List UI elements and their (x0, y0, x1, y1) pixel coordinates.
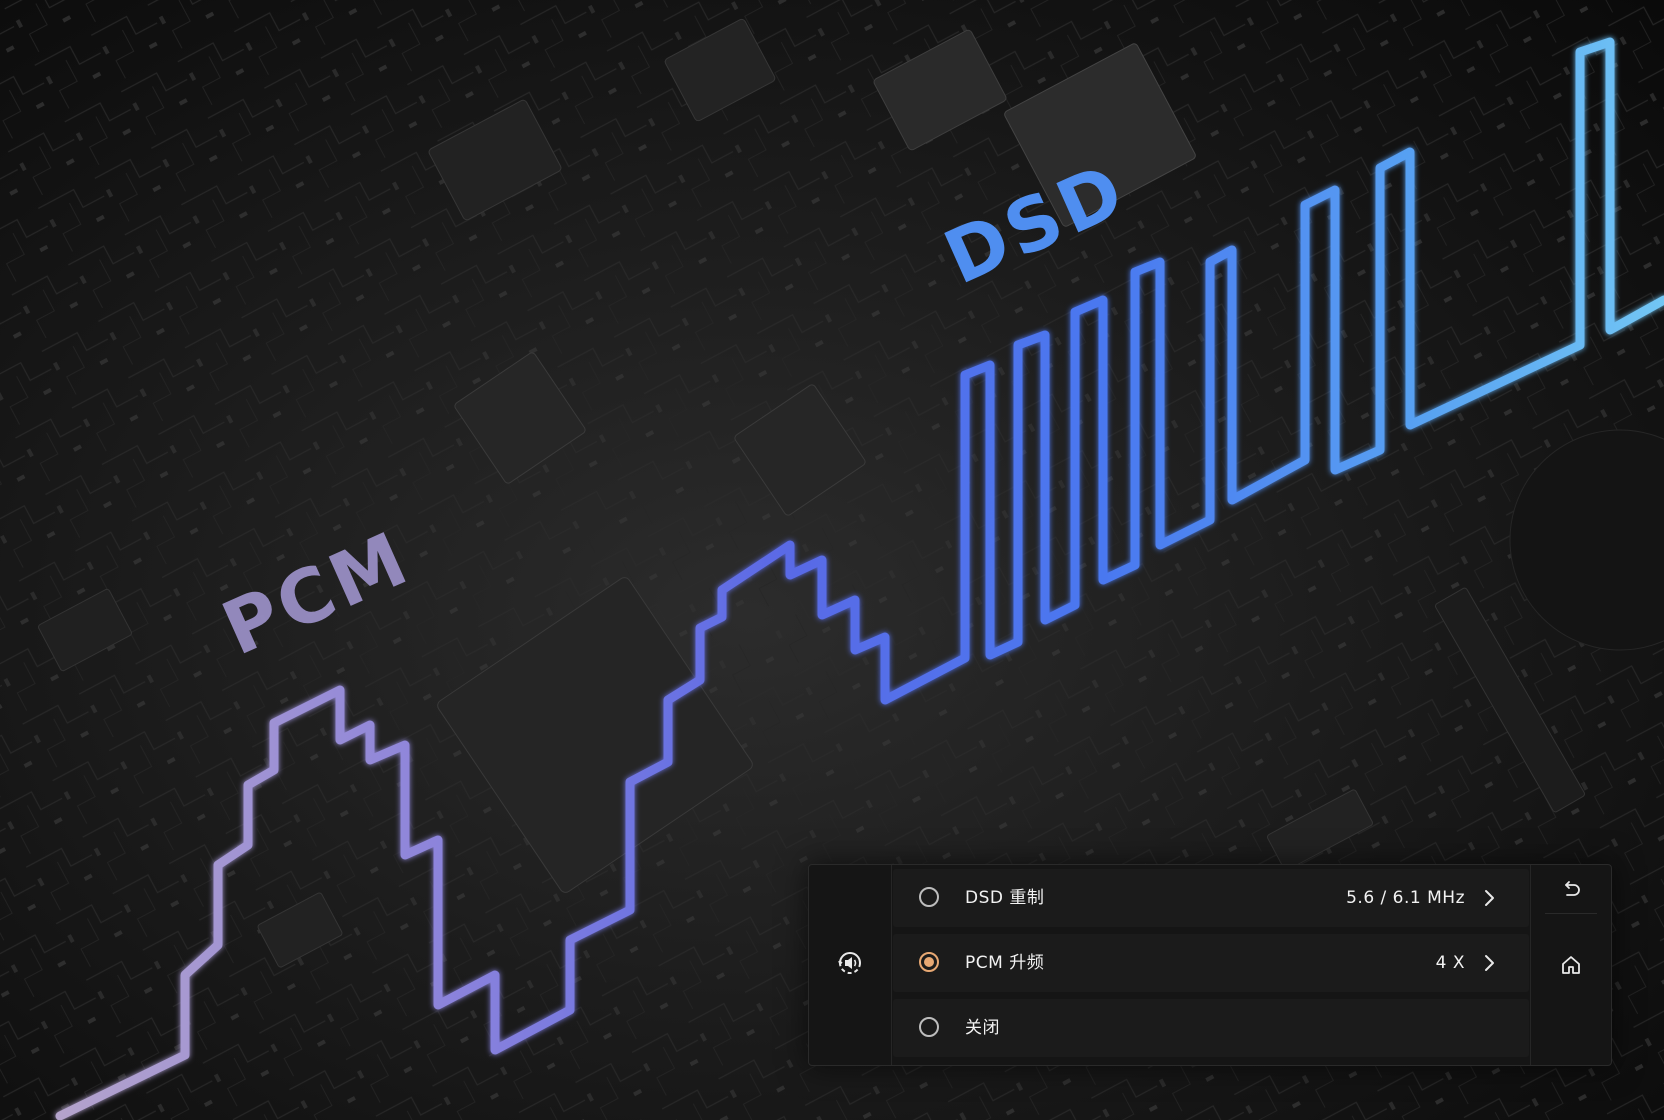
radio-button[interactable] (919, 1017, 939, 1037)
headphones-sound-icon[interactable] (836, 949, 864, 981)
pcb-chips (38, 18, 1664, 968)
option-label: PCM 升频 (965, 953, 1045, 973)
chevron-right-icon[interactable] (1477, 951, 1501, 975)
option-pcm-upsampling[interactable]: PCM 升频 4 X (893, 934, 1529, 992)
option-value: 5.6 / 6.1 MHz (1346, 888, 1465, 908)
panel-left-column (809, 865, 892, 1065)
chevron-right-icon[interactable] (1477, 886, 1501, 910)
option-value: 4 X (1435, 953, 1465, 973)
option-off[interactable]: 关闭 (893, 999, 1529, 1057)
divider (1545, 913, 1597, 914)
back-arrow-icon[interactable] (1531, 875, 1611, 905)
upsampling-menu-panel: DSD 重制 5.6 / 6.1 MHz PCM 升频 4 X 关闭 (808, 864, 1612, 1066)
option-dsd-remaster[interactable]: DSD 重制 5.6 / 6.1 MHz (893, 869, 1529, 927)
home-icon[interactable] (1531, 949, 1611, 981)
option-label: 关闭 (965, 1018, 1000, 1038)
panel-right-column (1530, 865, 1611, 1065)
radio-button[interactable] (919, 887, 939, 907)
option-label: DSD 重制 (965, 888, 1045, 908)
radio-button-selected[interactable] (919, 952, 939, 972)
pcm-dsd-waveform (55, 37, 1664, 1120)
